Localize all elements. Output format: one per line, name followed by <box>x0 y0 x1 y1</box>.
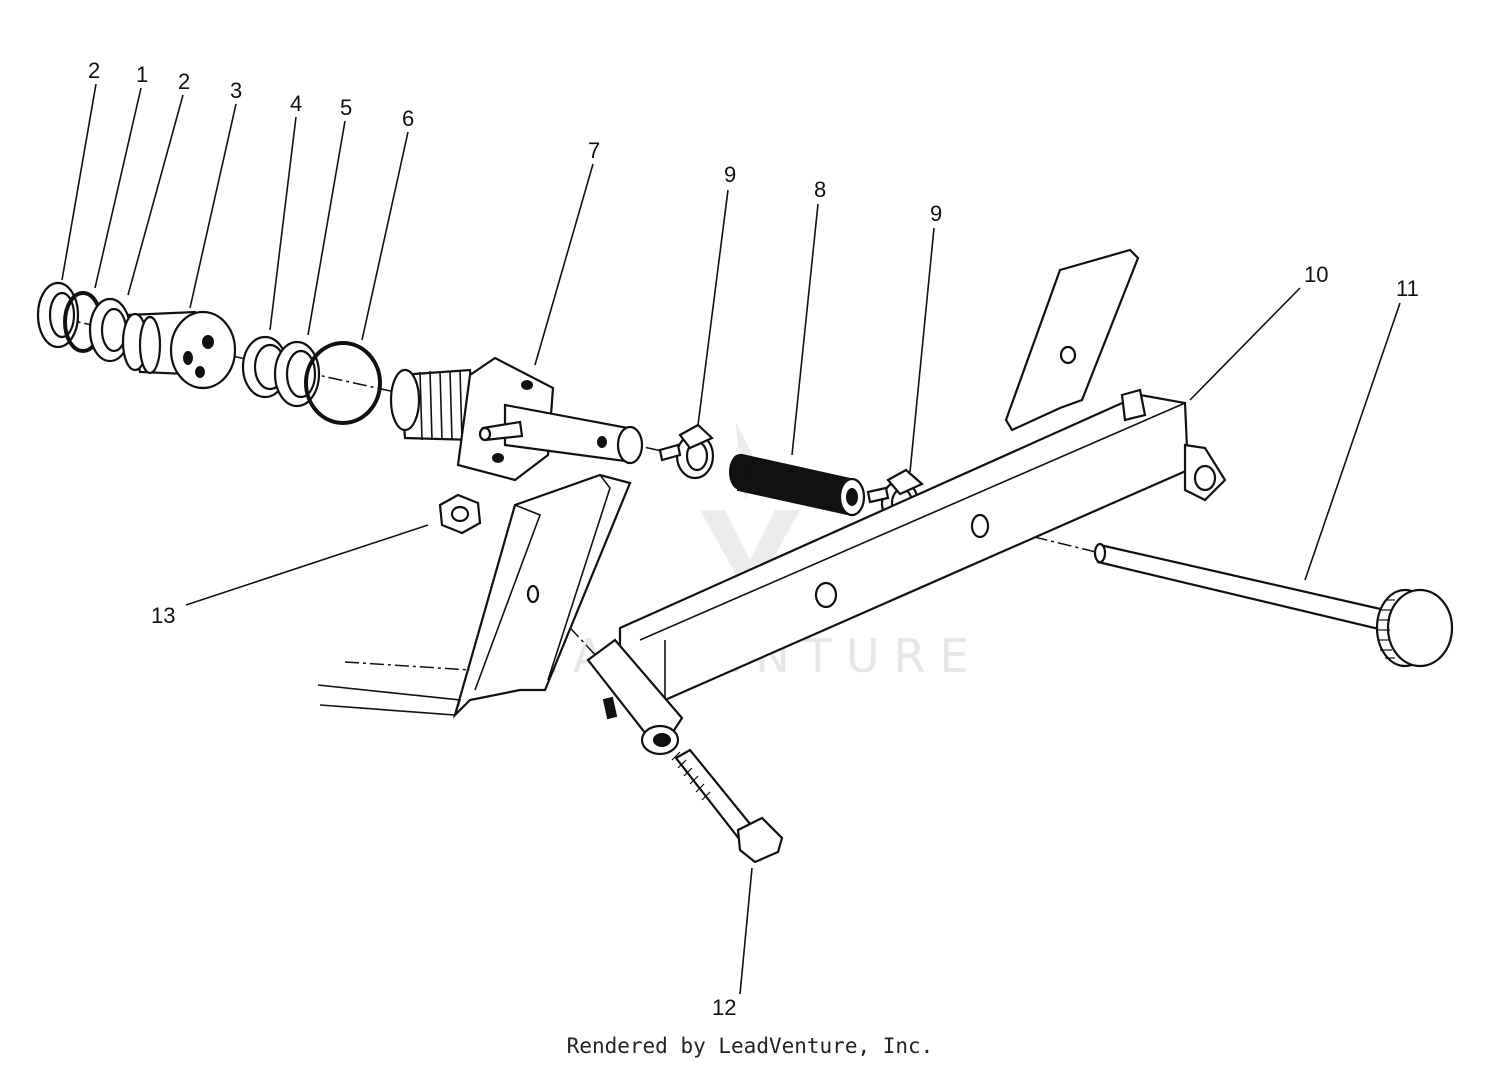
lever-arm-10 <box>586 388 1227 756</box>
mounting-plate <box>1004 248 1140 432</box>
seal-ring-2-left <box>36 281 80 349</box>
washer-5 <box>273 340 321 408</box>
hose-clamp-9-left <box>658 423 715 480</box>
callout-3: 3 <box>230 78 242 103</box>
callout-4: 4 <box>290 91 302 116</box>
callout-9-right: 9 <box>930 201 942 226</box>
knob-pin-11 <box>1093 542 1454 668</box>
callout-12: 12 <box>712 995 736 1020</box>
callout-10: 10 <box>1304 262 1328 287</box>
o-ring-6 <box>304 341 382 425</box>
callout-labels: 2 1 2 3 4 5 6 7 9 8 9 10 11 13 12 <box>88 58 1419 1020</box>
callout-6: 6 <box>402 106 414 131</box>
bolt-12 <box>671 748 784 864</box>
control-valve-fitting-7 <box>389 356 644 482</box>
nut-13 <box>438 493 482 535</box>
callout-11: 11 <box>1396 276 1419 301</box>
valve-spool-3 <box>121 310 237 390</box>
frame-bracket <box>317 473 632 719</box>
callout-2-left: 2 <box>88 58 100 83</box>
callout-9-left: 9 <box>724 162 736 187</box>
leader-lines <box>61 83 1401 995</box>
footer-credit: Rendered by LeadVenture, Inc. <box>566 1034 934 1058</box>
hose-8 <box>729 453 866 517</box>
callout-8: 8 <box>814 177 826 202</box>
callout-1: 1 <box>136 62 148 87</box>
callout-5: 5 <box>340 95 352 120</box>
bolt-centerline <box>534 589 601 661</box>
callout-7: 7 <box>588 138 600 163</box>
callout-2-right: 2 <box>178 69 190 94</box>
callout-13: 13 <box>151 603 175 628</box>
seal-ring-2-right <box>88 297 132 363</box>
